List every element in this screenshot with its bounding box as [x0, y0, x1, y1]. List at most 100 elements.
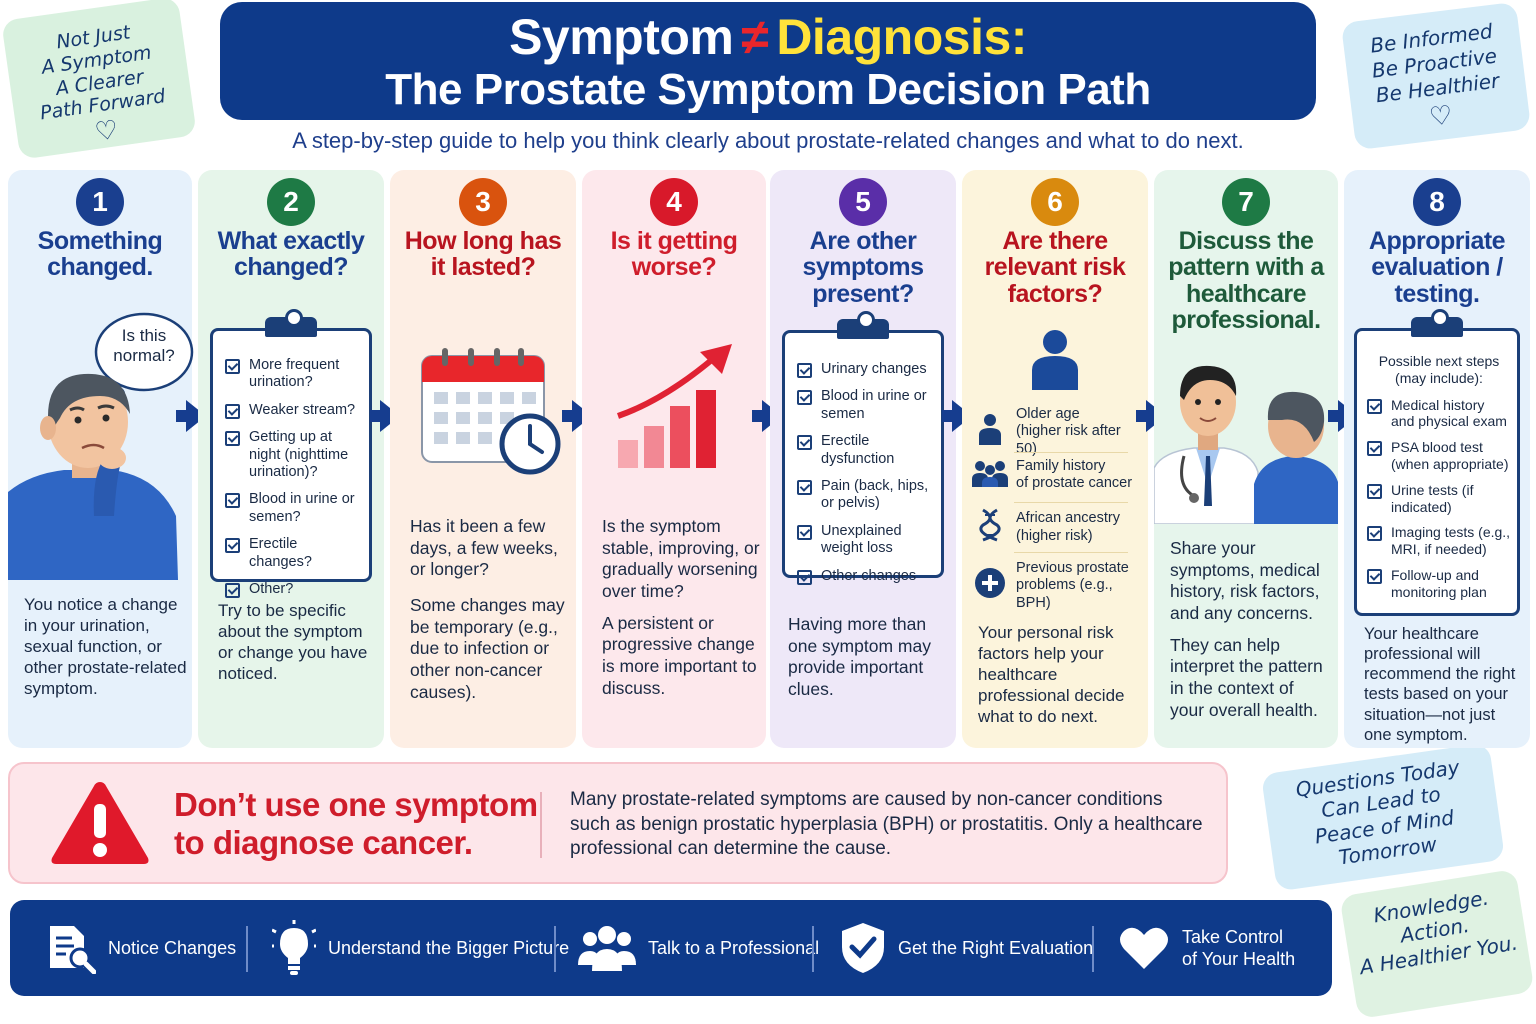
warning-text: Many prostate-related symptoms are cause…: [570, 788, 1203, 862]
step-paragraph: Your personal risk factors help your hea…: [978, 623, 1125, 727]
sticky-note-top-right: Be Informed Be Proactive Be Healthier ♡: [1340, 1, 1532, 151]
not-equal-sign: ≠: [741, 9, 769, 65]
checklist-item: Other?: [225, 581, 361, 598]
sticky-note-mid-right: Questions Today Can Lead to Peace of Min…: [1260, 742, 1506, 892]
checkbox-icon: [1367, 568, 1382, 584]
divider: [812, 926, 814, 972]
checklist-item: Pain (back, hips, or pelvis): [797, 478, 935, 513]
sticky-note-top-left: Not Just A Symptom A Clearer Path Forwar…: [1, 0, 197, 160]
warning-title: Don’t use one symptom to diagnose cancer…: [174, 786, 538, 862]
clipboard-clip-icon: [837, 311, 889, 339]
warning-text-line: such as benign prostatic hyperplasia (BP…: [570, 813, 1203, 835]
title-symptom: Symptom: [509, 9, 734, 65]
checkbox-icon: [797, 363, 812, 378]
step-description: You notice a change in your urination, s…: [24, 594, 188, 699]
checkbox-icon: [225, 359, 240, 374]
checkbox-icon: [1367, 526, 1382, 542]
risk-factor-item: African ancestry(higher risk): [972, 508, 1142, 547]
clipboard-clip-icon: [1411, 309, 1463, 337]
checklist-label: Medical history and physical exam: [1391, 396, 1507, 430]
divider: [1014, 502, 1128, 503]
rising-trend-chart-icon: [617, 344, 732, 468]
step-1-panel: 1 Something changed. Is this normal? You…: [8, 170, 194, 748]
family-icon: [972, 459, 1008, 492]
symptom-checklist-clipboard: Urinary changes Blood in urine or semen …: [782, 311, 944, 585]
step-description: Try to be specific about the symptom or …: [218, 600, 378, 684]
thought-bubble-text: Is this normal?: [113, 326, 175, 365]
sticky-note-bottom-right: Knowledge. Action. A Healthier You.: [1339, 868, 1535, 1020]
checklist-item: Other changes: [797, 568, 935, 585]
checkbox-icon: [225, 538, 240, 554]
checklist-item: Unexplained weight loss: [797, 523, 935, 558]
step-title: Discuss the pattern with a healthcare pr…: [1168, 227, 1324, 334]
footer-item-notice-changes: Notice Changes: [44, 900, 236, 996]
checklist-item: Imaging tests (e.g., MRI, if needed): [1367, 524, 1511, 558]
shield-check-icon: [842, 923, 884, 973]
calendar-clock-icon: [421, 348, 561, 475]
person-icon: [972, 413, 1008, 450]
checkbox-icon: [797, 390, 812, 406]
step-number-badge: 7: [1222, 178, 1270, 226]
checklist-label: Other changes: [821, 567, 917, 584]
checklist-label: Urine tests (if indicated): [1391, 481, 1474, 515]
risk-factor-text: African ancestry(higher risk): [1016, 510, 1120, 545]
group-icon: [578, 926, 636, 971]
checklist-label: Unexplained weight loss: [821, 522, 902, 557]
checklist-item: Blood in urine or semen: [797, 388, 935, 423]
person-icon: [1032, 330, 1078, 390]
checkbox-icon: [1367, 441, 1382, 457]
checkbox-icon: [1367, 483, 1382, 499]
checkbox-icon: [797, 569, 812, 585]
step-paragraph: Share your symptoms, medical history, ri…: [1170, 538, 1320, 624]
step-title: How long has it lasted?: [404, 227, 562, 282]
checklist-item: More frequent urination?: [225, 357, 361, 392]
step-paragraph: Your healthcare professional will recomm…: [1364, 625, 1516, 744]
risk-label: Family history: [1016, 458, 1106, 474]
divider: [246, 926, 248, 972]
risk-detail: (higher risk): [1016, 527, 1093, 544]
divider: [554, 926, 556, 972]
step-description: Having more than one symptom may provide…: [788, 614, 950, 701]
page-subtitle-title: The Prostate Symptom Decision Path: [385, 65, 1151, 114]
checklist-item: Erectile changes?: [225, 536, 361, 571]
risk-label: Previous prostate: [1016, 560, 1129, 576]
next-steps-clipboard: Possible next steps (may include): Medic…: [1354, 309, 1520, 616]
step-title: Are other symptoms present?: [802, 227, 924, 308]
checkbox-icon: [225, 493, 240, 509]
title-diagnosis: Diagnosis:: [776, 9, 1027, 65]
step-title: What exactly changed?: [217, 227, 365, 282]
checklist-label: Urinary changes: [821, 361, 927, 377]
footer-label-line: of Your Health: [1182, 949, 1296, 969]
step-number-badge: 6: [1031, 178, 1079, 226]
checklist-label: Weaker stream?: [249, 401, 356, 418]
footer-item-talk: Talk to a Professional: [578, 900, 819, 996]
footer-label: Understand the Bigger Picture: [328, 937, 570, 958]
page-title: Symptom≠Diagnosis:: [220, 12, 1316, 62]
step-paragraph: Having more than one symptom may provide…: [788, 614, 931, 700]
step-paragraph: A persistent or progressive change is mo…: [602, 612, 757, 698]
checklist-item: Erectile dysfunction: [797, 433, 935, 468]
step-description: Share your symptoms, medical history, ri…: [1170, 538, 1332, 722]
checkbox-icon: [225, 403, 240, 419]
footer-label: Talk to a Professional: [648, 937, 820, 958]
step-description: Is the symptom stable, improving, or gra…: [602, 516, 762, 700]
checklist-item: PSA blood test (when appropriate): [1367, 439, 1511, 473]
divider: [1014, 452, 1128, 453]
symptom-checklist-clipboard: More frequent urination? Weaker stream? …: [210, 309, 372, 598]
step-3-panel: 3 How long has it lasted? Has it been a …: [390, 170, 576, 748]
warning-triangle-icon: [51, 782, 149, 864]
lightbulb-icon: [272, 920, 316, 975]
step-number-badge: 2: [267, 178, 315, 226]
checkbox-icon: [225, 582, 240, 598]
step-paragraph: They can help interpret the pattern in t…: [1170, 634, 1323, 720]
step-description: Has it been a few days, a few weeks, or …: [410, 516, 574, 704]
step-title: Something changed.: [37, 227, 163, 282]
warning-title-line: to diagnose cancer.: [174, 823, 473, 861]
title-banner: Symptom≠Diagnosis: The Prostate Symptom …: [220, 2, 1316, 120]
step-paragraph: Try to be specific about the symptom or …: [218, 601, 368, 684]
checklist-label: Pain (back, hips, or pelvis): [821, 477, 929, 512]
doctor-patient-illustration: [1154, 365, 1338, 524]
checklist-item: Getting up at night (nighttime urination…: [225, 429, 361, 481]
